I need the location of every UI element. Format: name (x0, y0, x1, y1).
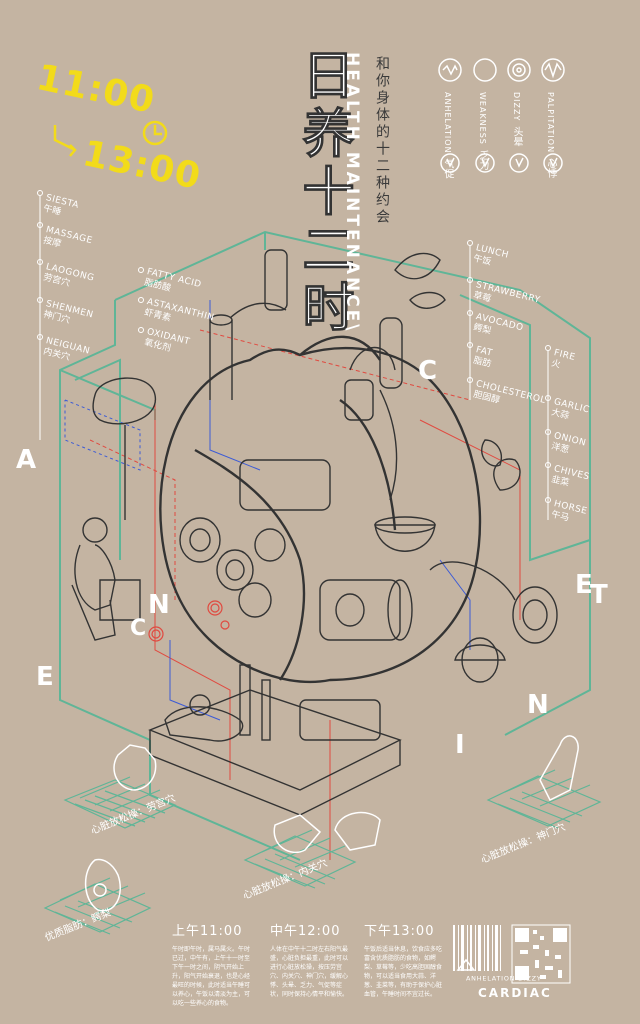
qr-code (511, 924, 571, 984)
letter-n: N (148, 590, 170, 620)
letter-n-right: N (527, 690, 549, 720)
column-1300: 下午13:00 午饭后适当休息，饮食应多吃富含优质脂肪的食物，如鳄梨、草莓等，少… (364, 920, 442, 999)
symptom-en: WEAKNESS (478, 92, 487, 145)
title-sub-cn: 和你身体的十二种约会 (374, 56, 390, 226)
letter-a: A (16, 445, 37, 475)
symptom-en: ANHELATION (443, 92, 452, 154)
symptom-cn: 头晕 (511, 126, 522, 147)
letter-e-right: E (575, 570, 593, 600)
column-body: 午时即午时，属马属火。午时已过，中午有，上午十一时至下午一时之间，阴气开始上升，… (172, 946, 251, 1007)
column-title: 中午12:00 (270, 924, 341, 939)
symptom-dizzy: DIZZY 头晕 (507, 92, 526, 146)
symptom-cn: 气促 (442, 158, 453, 179)
symptom-anhelation: ANHELATION 气促 (438, 92, 457, 179)
letter-i: I (455, 730, 465, 760)
column-body: 人体在中午十二时左右阳气最盛，心脏负担最重，此时可以进行心脏放松操，按压劳宫穴、… (270, 946, 349, 998)
symptom-cn: 心悸 (545, 158, 556, 179)
letter-c-left: C (130, 616, 147, 641)
symptom-weakness: WEAKNESS 乏力 (473, 92, 492, 170)
column-1100: 上午11:00 午时即午时，属马属火。午时已过，中午有，上午十一时至下午一时之间… (172, 920, 250, 1008)
column-1200: 中午12:00 人体在中午十二时左右阳气最盛，心脏负担最重，此时可以进行心脏放松… (270, 920, 348, 999)
symptom-cn: 乏力 (477, 149, 488, 170)
symptom-palpitation: PALPITATION 心悸 (541, 92, 560, 178)
column-body: 午饭后适当休息，饮食应多吃富含优质脂肪的食物，如鳄梨、草莓等，少吃高胆固醇食物，… (364, 946, 443, 998)
letter-c-right: C (418, 356, 438, 386)
letter-t: T (590, 580, 608, 610)
title-main-cn: 日养十二时 (293, 48, 354, 339)
brand-line1: ANHELATION DIZZY (466, 975, 542, 983)
column-title: 上午11:00 (172, 924, 243, 939)
title-en: HEALTH MAINTENANCE\ (342, 52, 362, 334)
letter-e-left: E (36, 662, 54, 692)
symptom-en: DIZZY (512, 92, 521, 122)
symptom-en: PALPITATION (546, 92, 555, 154)
column-title: 下午13:00 (364, 924, 435, 939)
brand-cardiac: CARDIAC (478, 986, 552, 1000)
